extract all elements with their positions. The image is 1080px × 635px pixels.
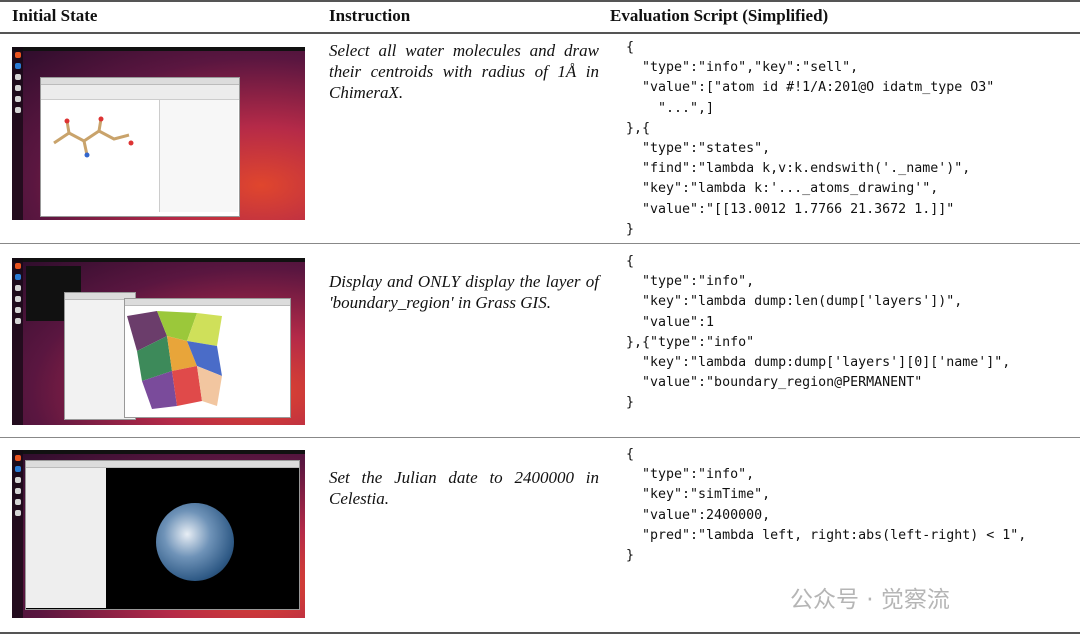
header-rule — [0, 32, 1080, 34]
row-divider — [0, 437, 1080, 438]
earth-globe — [156, 503, 234, 581]
screenshot-chimerax — [12, 47, 305, 220]
instruction-1: Select all water molecules and draw thei… — [329, 41, 599, 102]
molecule-view — [49, 113, 139, 163]
evaluation-script-3: { "type":"info", "key":"simTime", "value… — [626, 447, 1027, 564]
top-rule — [0, 0, 1080, 2]
screenshot-celestia — [12, 450, 305, 618]
screenshot-grass-gis — [12, 258, 305, 425]
instruction-3: Set the Julian date to 2400000 in Celest… — [329, 468, 599, 508]
bottom-rule — [0, 632, 1080, 634]
header-evaluation-script: Evaluation Script (Simplified) — [610, 6, 829, 25]
map-boundary-regions — [127, 311, 222, 409]
header-instruction: Instruction — [329, 6, 411, 25]
evaluation-script-1: { "type":"info","key":"sell", "value":["… — [626, 40, 995, 237]
row-divider — [0, 243, 1080, 244]
instruction-2: Display and ONLY display the layer of 'b… — [329, 272, 599, 312]
watermark: 公众号 · 觉察流 — [790, 587, 950, 613]
evaluation-script-2: { "type":"info", "key":"lambda dump:len(… — [626, 254, 1011, 411]
header-initial-state: Initial State — [12, 6, 98, 25]
